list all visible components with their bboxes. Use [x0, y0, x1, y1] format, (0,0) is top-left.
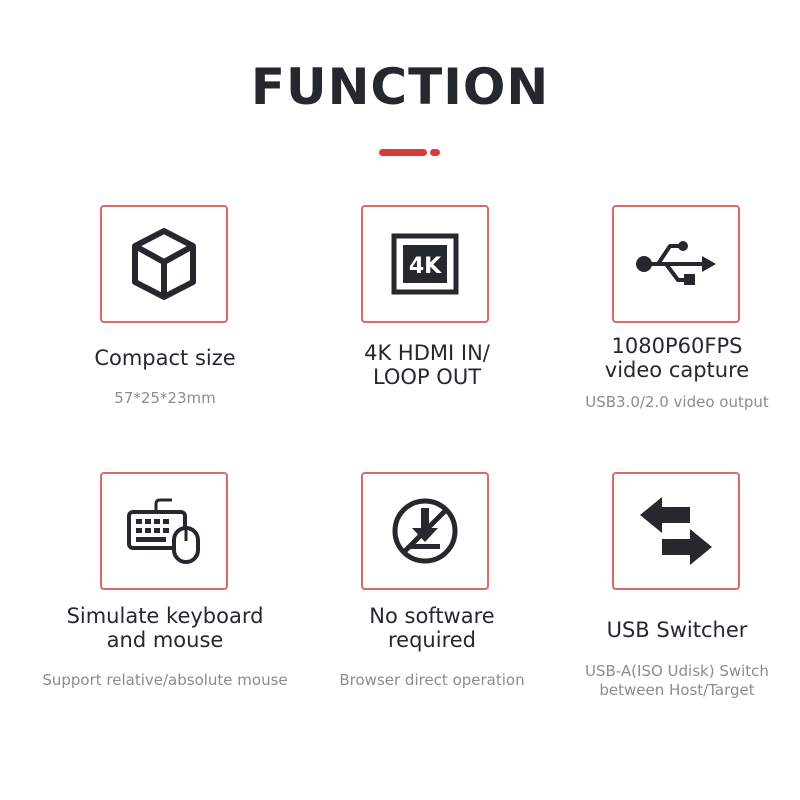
title-accent-bar — [379, 149, 427, 156]
feature-label: USB Switcher — [606, 618, 748, 642]
page-title: FUNCTION — [250, 58, 550, 116]
feature-icon-box — [361, 472, 489, 590]
usb-icon — [636, 241, 716, 285]
feature-label: Compact size — [94, 346, 236, 370]
feature-icon-box — [100, 472, 228, 590]
feature-icon-box: 4K — [361, 205, 489, 323]
feature-label: Simulate keyboard and mouse — [66, 604, 264, 652]
4k-icon: 4K — [391, 233, 459, 295]
feature-label: No software required — [369, 604, 495, 652]
title-accent-dot — [430, 149, 440, 156]
svg-text:4K: 4K — [409, 254, 442, 279]
feature-label: 1080P60FPS video capture — [604, 334, 750, 382]
cube-icon — [132, 228, 196, 300]
feature-icon-box — [100, 205, 228, 323]
feature-subtext: USB-A(ISO Udisk) Switch between Host/Tar… — [585, 662, 769, 699]
feature-icon-box — [612, 205, 740, 323]
switch-arrows-icon — [640, 497, 712, 565]
feature-subtext: 57*25*23mm — [114, 389, 216, 407]
feature-subtext: Support relative/absolute mouse — [42, 671, 288, 689]
keyboard-mouse-icon — [127, 498, 200, 564]
feature-icon-box — [612, 472, 740, 590]
feature-subtext: Browser direct operation — [339, 671, 525, 689]
feature-subtext: USB3.0/2.0 video output — [585, 393, 769, 411]
feature-label: 4K HDMI IN/ LOOP OUT — [364, 341, 490, 389]
no-download-icon — [392, 498, 458, 564]
